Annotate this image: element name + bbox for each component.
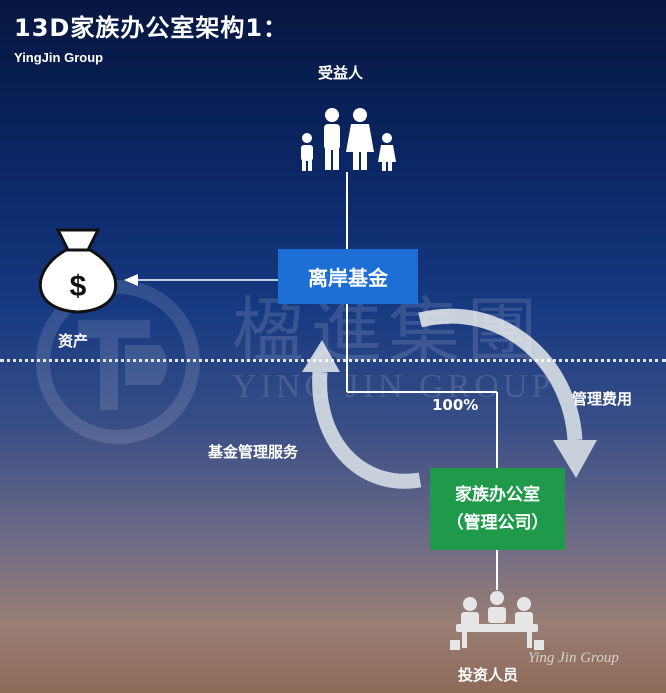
money-bag-symbol: $ bbox=[70, 270, 87, 303]
family-icon bbox=[301, 108, 396, 171]
family-office-box: 家族办公室 （管理公司） bbox=[430, 468, 565, 550]
ownership-percent-label: 100% bbox=[432, 396, 479, 414]
page-title: 13D家族办公室架构1： bbox=[14, 14, 289, 42]
fund-service-arrow-head bbox=[302, 340, 340, 372]
assets-arrow-head bbox=[124, 274, 138, 286]
management-fee-arrow-head bbox=[553, 440, 597, 478]
watermark-english: YING JIN GROUP bbox=[232, 368, 555, 405]
offshore-fund-box: 离岸基金 bbox=[278, 249, 418, 304]
page-subtitle: YingJin Group bbox=[14, 50, 104, 65]
management-fee-label: 管理费用 bbox=[572, 390, 633, 408]
assets-label: 资产 bbox=[58, 332, 89, 350]
fund-service-arrow bbox=[312, 371, 422, 489]
money-bag-icon: $ bbox=[39, 228, 117, 314]
beneficiary-label: 受益人 bbox=[318, 64, 364, 82]
family-office-sublabel: （管理公司） bbox=[446, 513, 549, 533]
management-fee-arrow bbox=[418, 308, 583, 441]
family-office-label: 家族办公室 bbox=[455, 485, 540, 505]
dotted-divider bbox=[0, 359, 666, 362]
meeting-icon bbox=[450, 591, 544, 650]
fund-service-label: 基金管理服务 bbox=[208, 443, 299, 461]
watermark-signature: Ying Jin Group bbox=[528, 650, 619, 666]
watermark-logo-icon bbox=[36, 280, 200, 444]
offshore-fund-label: 离岸基金 bbox=[308, 266, 388, 290]
investors-label: 投资人员 bbox=[458, 666, 519, 684]
